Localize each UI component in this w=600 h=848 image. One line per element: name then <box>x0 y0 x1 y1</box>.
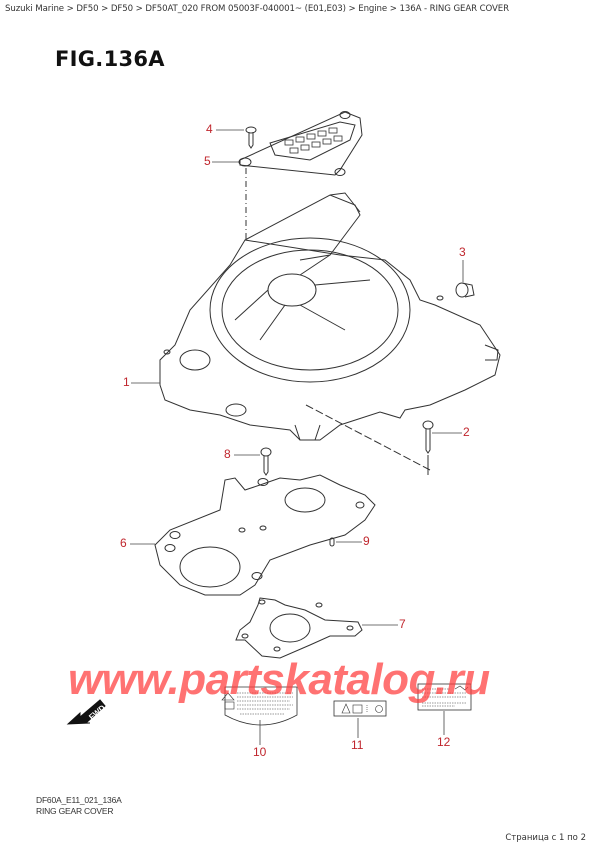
breadcrumb-item-df50[interactable]: DF50 <box>76 4 99 14</box>
breadcrumb-separator: > <box>64 4 77 14</box>
callout-10[interactable]: 10 <box>253 745 267 759</box>
breadcrumb: Suzuki Marine > DF50 > DF50 > DF50AT_020… <box>5 4 509 14</box>
figure-title: FIG.136A <box>55 47 165 71</box>
gasket-part-7[interactable] <box>235 597 363 659</box>
breadcrumb-separator: > <box>132 4 146 14</box>
caption-code: DF60A_E11_021_136A <box>36 795 122 805</box>
warning-label-part-11[interactable] <box>333 700 387 717</box>
caution-label-part-10[interactable] <box>221 686 298 726</box>
breadcrumb-item-variant[interactable]: DF50AT_020 FROM 05003F-040001~ (E01,E03) <box>145 4 346 14</box>
watermark: www.partskatalog.ru <box>68 655 490 704</box>
grommet-part-3[interactable] <box>455 282 475 298</box>
callout-3[interactable]: 3 <box>459 245 466 259</box>
breadcrumb-item-suzuki-marine[interactable]: Suzuki Marine <box>5 4 64 14</box>
bolt-part-8[interactable] <box>260 447 272 476</box>
screw-part-4[interactable] <box>245 126 257 149</box>
callout-7[interactable]: 7 <box>399 617 406 631</box>
callout-8[interactable]: 8 <box>224 447 231 461</box>
callout-4[interactable]: 4 <box>206 122 213 136</box>
breadcrumb-separator: > <box>345 4 359 14</box>
breadcrumb-separator: > <box>387 4 400 14</box>
pagination: Страница с 1 по 2 <box>505 833 586 843</box>
bolt-part-2[interactable] <box>422 420 434 475</box>
breadcrumb-item-engine[interactable]: Engine <box>358 4 388 14</box>
callout-1[interactable]: 1 <box>123 375 130 389</box>
bracket-part-6[interactable] <box>154 474 376 596</box>
callout-12[interactable]: 12 <box>437 735 451 749</box>
callout-11[interactable]: 11 <box>351 738 364 752</box>
fwd-arrow-icon <box>66 699 106 725</box>
ring-gear-cover-part-1[interactable] <box>159 192 501 441</box>
breadcrumb-item-df50-model[interactable]: DF50 <box>110 4 133 14</box>
callout-9[interactable]: 9 <box>363 534 370 548</box>
oil-label-part-12[interactable] <box>417 683 472 711</box>
caption-name: RING GEAR COVER <box>36 806 114 816</box>
breadcrumb-separator: > <box>98 4 111 14</box>
callout-5[interactable]: 5 <box>204 154 211 168</box>
cover-plate-part-5[interactable] <box>238 111 363 176</box>
pin-part-9[interactable] <box>329 537 335 547</box>
callout-6[interactable]: 6 <box>120 536 127 550</box>
callout-2[interactable]: 2 <box>463 425 470 439</box>
breadcrumb-item-current: 136A - RING GEAR COVER <box>399 4 510 14</box>
